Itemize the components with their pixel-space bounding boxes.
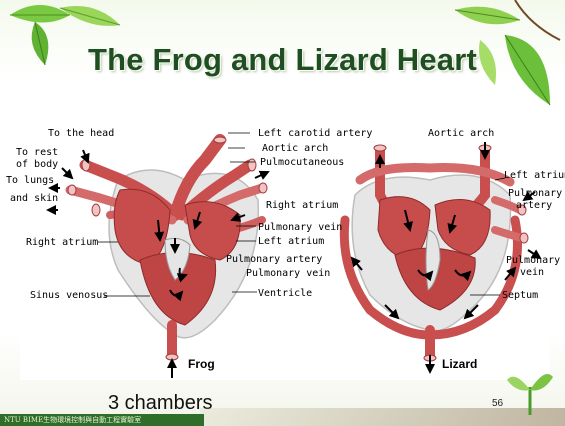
label-left-carotid-artery: Left carotid artery — [258, 128, 372, 139]
label-pulmonary-artery-lizard-1: Pulmonary — [508, 188, 562, 199]
label-aortic-arch-lizard: Aortic arch — [428, 128, 494, 139]
footer-lab-name: NTU BIME生物環境控制與自動工程實驗室 — [0, 414, 204, 426]
label-pulmocutaneous: Pulmocutaneous — [260, 157, 344, 168]
label-to-lungs: To lungs — [6, 175, 54, 186]
label-and-skin: and skin — [10, 193, 58, 204]
label-frog: Frog — [188, 359, 215, 370]
label-pulmonary-vein-lizard-2: vein — [520, 267, 544, 278]
label-to-head: To the head — [48, 128, 114, 139]
label-pulmonary-vein-lizard-1: Pulmonary — [506, 255, 560, 266]
slide-caption: 3 chambers — [108, 392, 213, 415]
sprout-icon — [505, 365, 555, 415]
label-right-atrium: Right atrium — [26, 237, 98, 248]
label-septum: Septum — [502, 290, 538, 301]
label-pulmonary-vein-frog-2: Pulmonary vein — [246, 268, 330, 279]
label-of-body: of body — [16, 159, 58, 170]
label-left-atrium-lizard: Left atrium — [504, 170, 565, 181]
label-pulmonary-vein-frog: Pulmonary vein — [258, 222, 342, 233]
label-pulmonary-artery: Pulmonary artery — [226, 254, 322, 265]
label-right-atrium-mid: Right atrium — [266, 200, 338, 211]
label-aortic-arch-frog: Aortic arch — [262, 143, 328, 154]
label-pulmonary-artery-lizard-2: artery — [516, 200, 552, 211]
label-lizard: Lizard — [442, 359, 477, 370]
label-ventricle: Ventricle — [258, 288, 312, 299]
label-sinus-venosus: Sinus venosus — [30, 290, 108, 301]
label-to-rest: To rest — [16, 147, 58, 158]
slide-title: The Frog and Lizard Heart — [0, 42, 565, 78]
label-left-atrium-frog: Left atrium — [258, 236, 324, 247]
